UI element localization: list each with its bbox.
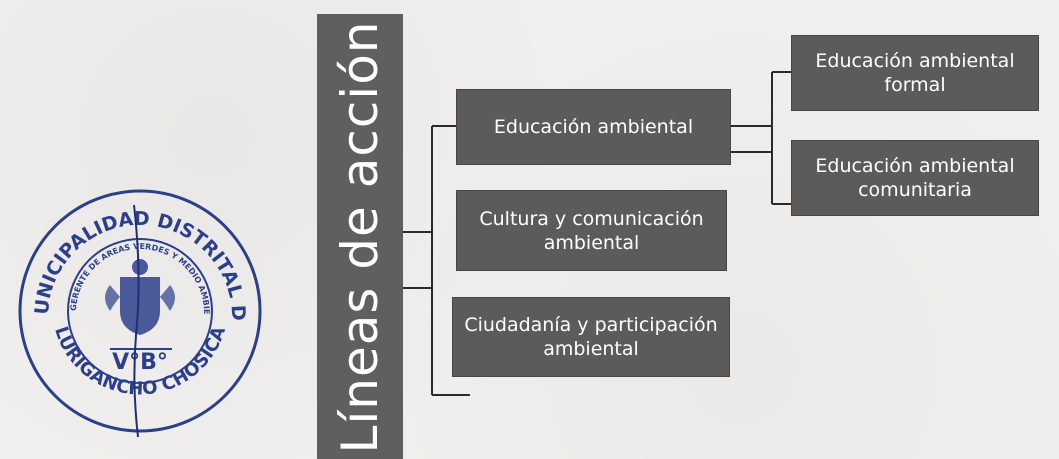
stamp-vobo-text: V°B° bbox=[112, 350, 168, 375]
box-educacion-formal: Educación ambiental formal bbox=[791, 35, 1039, 111]
box-educacion-ambiental: Educación ambiental bbox=[456, 89, 731, 165]
title-bar: Líneas de acción bbox=[317, 14, 403, 459]
box-cultura-comunicacion: Cultura y comunicación ambiental bbox=[456, 190, 727, 271]
municipal-stamp-icon: MUNICIPALIDAD DISTRITAL DE LURIGANCHO CH… bbox=[14, 185, 262, 437]
box-educacion-comunitaria: Educación ambiental comunitaria bbox=[791, 140, 1039, 216]
box-ciudadania-participacion: Ciudadanía y participación ambiental bbox=[452, 297, 730, 377]
diagram-title: Líneas de acción bbox=[331, 20, 389, 453]
